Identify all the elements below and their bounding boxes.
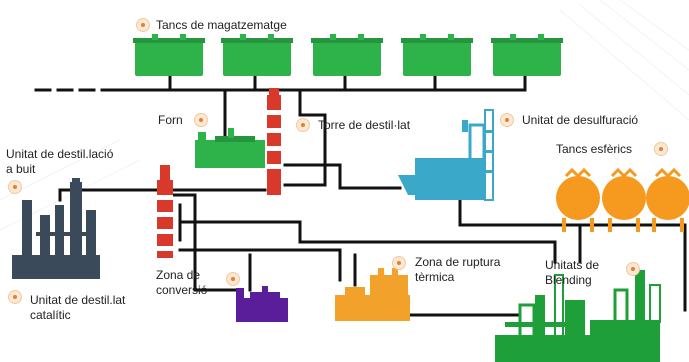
vacuum-distillation-unit [12, 178, 100, 279]
thermal-bullet-icon [392, 256, 406, 270]
spherical-tank [556, 167, 600, 232]
furnace-bullet-icon [194, 113, 208, 127]
catalytic-bullet-icon [8, 290, 22, 304]
label-blending-units: Unitats de Blending [545, 258, 600, 287]
furnace [195, 128, 265, 168]
label-catalytic-distillation: Unitat de destil.lat catalític [30, 293, 126, 322]
label-spherical-tanks: Tancs esfèrics [556, 142, 633, 156]
storage-tank [491, 34, 563, 76]
conversion-bullet-icon [226, 272, 240, 286]
feed-pipe [283, 88, 327, 187]
conversion-pipe [178, 220, 557, 264]
desulf-to-blending-pipe [458, 198, 582, 264]
storage-tank [311, 34, 383, 76]
label-thermal-cracking: Zona de ruptura tèrmica [415, 255, 501, 284]
label-vacuum-distillation: Unitat de destil.lació a buit [6, 147, 114, 176]
label-distillation-tower: Torre de destil·lat [318, 118, 411, 132]
vacuum-bullet-icon [8, 180, 22, 194]
conversion-tower [157, 165, 173, 258]
spherical-tank [602, 167, 646, 232]
desulf-bullet-icon [500, 113, 514, 127]
storage-tanks [133, 34, 563, 76]
desulfurization-unit [398, 109, 494, 201]
label-conversion-zone: Zona de conversió [156, 268, 208, 297]
conversion-unit [236, 286, 288, 322]
label-storage-tanks: Tancs de magatzematge [156, 18, 287, 32]
distillation-tower [267, 88, 281, 195]
pipe-network [34, 74, 687, 317]
spherical-tank [646, 167, 689, 232]
vacuum-pipe [58, 188, 267, 202]
tower-bullet-icon [296, 118, 310, 132]
blending-bullet-icon [626, 262, 640, 276]
thermal-cracking-unit [335, 268, 410, 321]
storage-tank [133, 34, 205, 76]
label-furnace: Forn [158, 113, 183, 127]
storage-tank [221, 34, 293, 76]
label-desulfurization-unit: Unitat de desulfuració [522, 113, 639, 127]
storage-tanks-bullet-icon [136, 18, 150, 32]
tower-to-desulf-pipe [283, 163, 402, 190]
spherical-bullet-icon [654, 142, 668, 156]
spherical-tanks [556, 167, 689, 232]
blending-units [495, 270, 661, 362]
storage-tank [401, 34, 473, 76]
